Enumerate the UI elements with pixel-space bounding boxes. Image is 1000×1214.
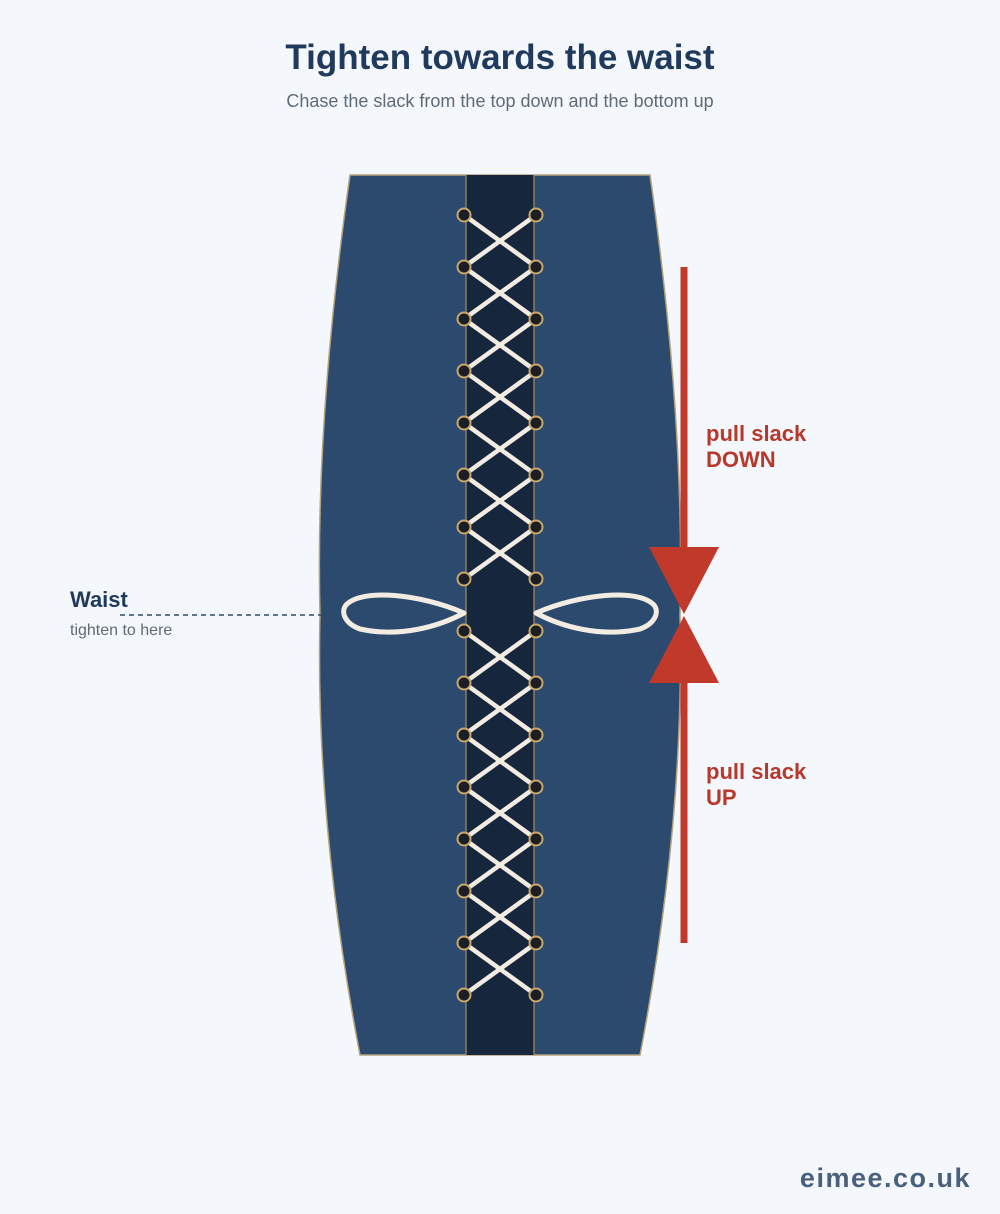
lace-segment [461,680,539,738]
eyelet [528,207,544,223]
pull-up-line1: pull slack [706,759,807,784]
eyelet [528,935,544,951]
lace-segment [461,628,539,686]
pull-up-label: pull slack UP [706,759,806,811]
eyelet [528,363,544,379]
eyelet [528,883,544,899]
waist-label: Waist [70,587,128,612]
eyelet [456,467,472,483]
eyelet [528,727,544,743]
eyelet [456,935,472,951]
lace-segment [461,316,539,374]
eyelet [528,467,544,483]
eyelet [528,779,544,795]
lace-segment [461,836,539,894]
eyelet [528,623,544,639]
eyelets [456,207,544,1003]
pull-down-line2: DOWN [706,447,776,472]
lace-segment [461,888,539,946]
lace-segment [461,212,539,270]
eyelet [456,987,472,1003]
eyelet [456,415,472,431]
page-subtitle: Chase the slack from the top down and th… [286,91,714,111]
lace-segment [461,732,539,790]
eyelet [528,311,544,327]
eyelet [528,831,544,847]
eyelet [456,571,472,587]
eyelet [528,519,544,535]
bow-loop-left [341,592,467,635]
pull-down-line1: pull slack [706,421,807,446]
bow-loop-right [533,592,659,635]
eyelet [528,571,544,587]
lace-segment [461,784,539,842]
pull-down-label: pull slack DOWN [706,421,806,473]
eyelet [456,259,472,275]
arrow-head-down-icon [649,547,719,614]
lace-segment [461,472,539,530]
page-title: Tighten towards the waist [285,38,715,77]
lacing-strip [466,175,534,1055]
eyelet [456,207,472,223]
eyelet [456,519,472,535]
brand-watermark: eimee.co.uk [799,1163,971,1193]
eyelet [456,623,472,639]
lace-segment [461,420,539,478]
lace-segment [461,524,539,582]
arrow-head-up-icon [649,616,719,683]
lace-segment [461,264,539,322]
pull-up-line2: UP [706,785,737,810]
lace-segment [461,368,539,426]
eyelet [456,883,472,899]
waist-sublabel: tighten to here [70,622,173,639]
eyelet [456,779,472,795]
eyelet [456,727,472,743]
lace-segment [461,940,539,998]
eyelet [456,363,472,379]
eyelet [528,415,544,431]
eyelet [456,311,472,327]
eyelet [528,259,544,275]
eyelet [528,987,544,1003]
eyelet [456,675,472,691]
eyelet [456,831,472,847]
lace-crosses [461,212,539,998]
eyelet [528,675,544,691]
